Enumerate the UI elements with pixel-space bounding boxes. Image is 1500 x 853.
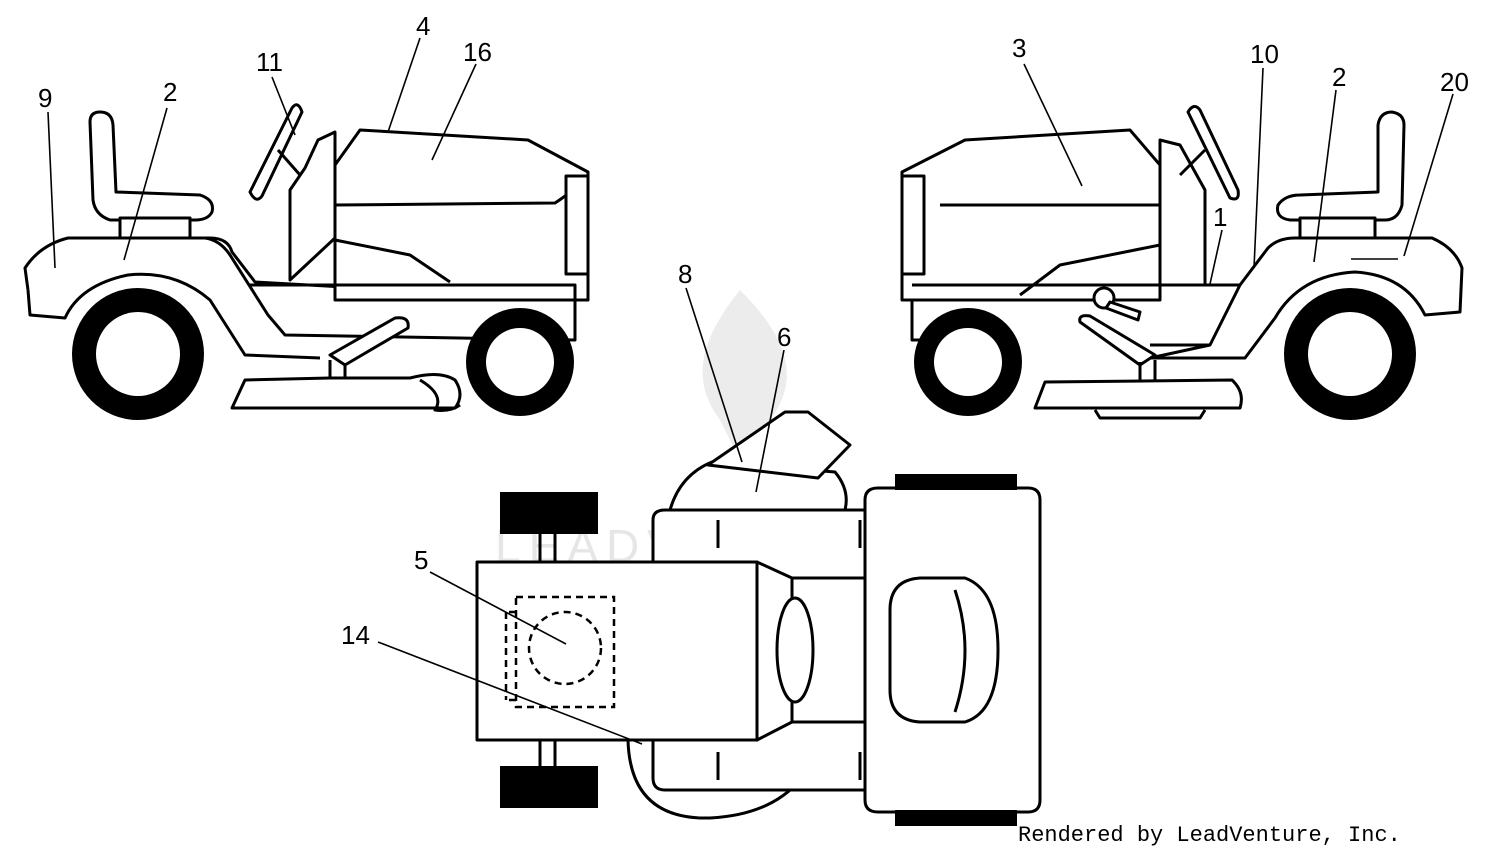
top-rear-wheel-top — [500, 492, 598, 534]
right-steering-wheel — [1186, 105, 1240, 201]
tractor-right-side-view — [900, 105, 1464, 420]
left-steering-wheel — [248, 103, 304, 201]
leader-lines — [47, 37, 1454, 745]
right-hood — [900, 128, 1162, 302]
callout-6: 6 — [777, 322, 791, 352]
callout-5: 5 — [414, 545, 428, 575]
callout-3: 3 — [1012, 33, 1026, 63]
right-mower-deck — [1033, 378, 1243, 410]
right-rear-fender — [1148, 236, 1464, 360]
callout-labels: 9 2 11 4 16 3 10 2 20 1 8 6 5 14 — [38, 11, 1469, 650]
tractor-top-view — [475, 410, 1042, 826]
callout-4: 4 — [416, 11, 430, 41]
tractor-left-side-view — [23, 103, 590, 420]
left-rear-fender — [23, 236, 577, 342]
callout-10: 10 — [1250, 39, 1279, 69]
callout-20: 20 — [1440, 67, 1469, 97]
left-mower-deck — [230, 373, 462, 410]
callout-9: 9 — [38, 83, 52, 113]
top-rear-wheel-bottom — [500, 766, 598, 808]
top-front-wheel-bottom — [895, 810, 1017, 826]
top-fender-block — [475, 560, 759, 742]
render-credit: Rendered by LeadVenture, Inc. — [1018, 823, 1401, 848]
callout-1: 1 — [1213, 202, 1227, 232]
callout-8: 8 — [678, 259, 692, 289]
callout-14: 14 — [341, 620, 370, 650]
callout-11: 11 — [256, 47, 283, 77]
top-front-wheel-top — [895, 474, 1017, 490]
callout-16: 16 — [463, 37, 492, 67]
left-hood — [333, 128, 590, 302]
top-grille — [888, 576, 1000, 724]
right-seat — [1276, 110, 1406, 222]
callout-2-right: 2 — [1332, 62, 1346, 92]
callout-2-left: 2 — [163, 77, 177, 107]
left-seat — [88, 110, 214, 222]
